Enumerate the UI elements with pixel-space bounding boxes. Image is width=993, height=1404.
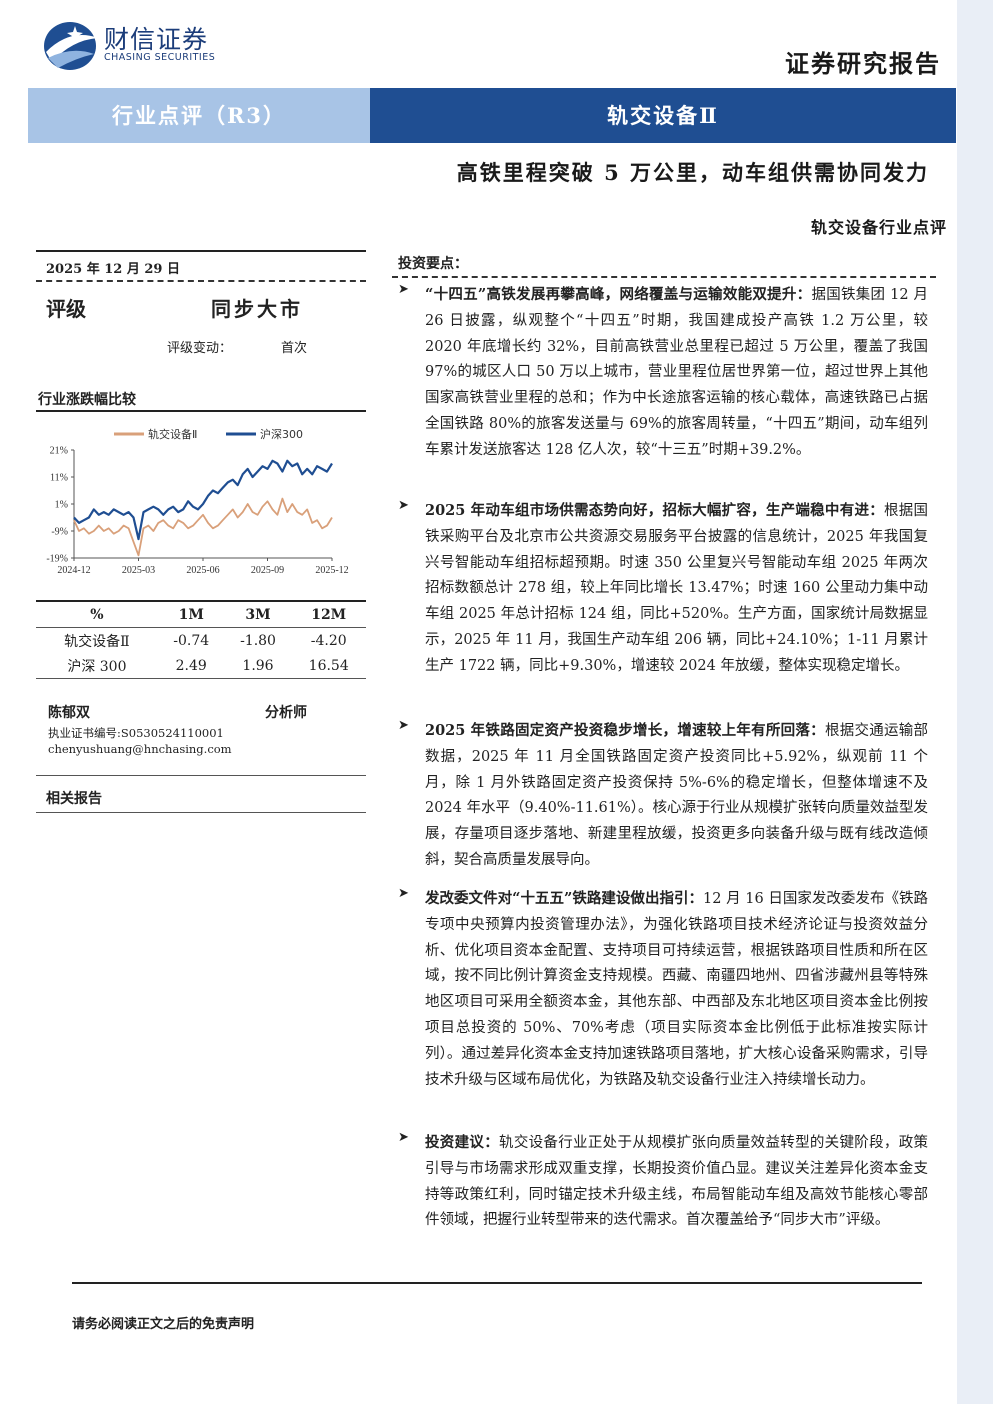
- table-header-row: % 1M 3M 12M: [36, 601, 366, 628]
- arrow-bullet-icon: ➤: [398, 282, 409, 297]
- arrow-bullet-icon: ➤: [398, 718, 409, 733]
- analyst-email[interactable]: chenyushuang@hnchasing.com: [48, 742, 232, 756]
- performance-title: 行业涨跌幅比较: [38, 392, 136, 408]
- table-header: 12M: [311, 606, 347, 623]
- table-header: 1M: [178, 606, 204, 623]
- table-cell: -0.74: [173, 632, 210, 649]
- table-row: 轨交设备Ⅱ -0.74 -1.80 -4.20: [36, 628, 366, 654]
- divider: [36, 410, 366, 412]
- footer-divider: [72, 1282, 922, 1284]
- legend-label: 沪深300: [260, 427, 303, 441]
- sector-name: 轨交设备Ⅱ: [607, 103, 719, 128]
- table-cell: 1.96: [242, 657, 274, 674]
- rating-value: 同步大市: [211, 297, 303, 321]
- logo-text-en: CHASING SECURITIES: [104, 52, 216, 63]
- table-row: 沪深 300 2.49 1.96 16.54: [36, 653, 366, 679]
- bullet-item: ➤ “十四五”高铁发展再攀高峰，网络覆盖与运输效能双提升：据国铁集团 12 月 …: [398, 282, 928, 464]
- table-cell: -1.80: [240, 632, 276, 649]
- bullet-heading: 投资建议：: [425, 1134, 500, 1151]
- category-band: [28, 88, 370, 143]
- performance-table: % 1M 3M 12M 轨交设备Ⅱ -0.74 -1.80 -4.20 沪深 3…: [36, 600, 366, 679]
- analyst-title: 分析师: [265, 705, 307, 721]
- disclaimer-notice: 请务必阅读正文之后的免责声明: [72, 1317, 255, 1332]
- bullet-heading: “十四五”高铁发展再攀高峰，网络覆盖与运输效能双提升：: [425, 286, 812, 303]
- arrow-bullet-icon: ➤: [398, 886, 409, 901]
- analyst-name: 陈郁双: [48, 705, 90, 721]
- series-line-1: [73, 497, 333, 557]
- x-tick-label: 2024-12: [57, 565, 90, 576]
- bullet-heading: 发改委文件对“十五五”铁路建设做出指引：: [425, 890, 704, 907]
- bullet-item: ➤ 发改委文件对“十五五”铁路建设做出指引：12 月 16 日国家发改委发布《铁…: [398, 886, 928, 1093]
- rating-label: 评级: [46, 297, 86, 321]
- arrow-bullet-icon: ➤: [398, 498, 409, 513]
- y-tick-label: 11%: [50, 473, 68, 484]
- bullet-item: ➤ 投资建议：轨交设备行业正处于从规模扩张向质量效益转型的关键阶段，政策引导与市…: [398, 1130, 928, 1234]
- right-margin-strip: [957, 0, 993, 1404]
- x-tick-label: 2025-03: [122, 565, 155, 576]
- divider: [392, 276, 936, 278]
- table-cell: 16.54: [308, 657, 349, 674]
- report-date: 2025 年 12 月 29 日: [46, 262, 180, 277]
- key-points-title: 投资要点：: [398, 256, 468, 272]
- bullet-body: 12 月 16 日国家发改委发布《铁路专项中央预算内投资管理办法》，为强化铁路项…: [425, 891, 928, 1088]
- report-type: 证券研究报告: [785, 49, 941, 78]
- sector-band: [370, 88, 956, 143]
- y-tick-label: -19%: [46, 554, 68, 565]
- page-title: 高铁里程突破 5 万公里，动车组供需协同发力: [456, 160, 929, 185]
- related-reports-title: 相关报告: [46, 791, 102, 807]
- performance-chart: 21% 11% 1% -9% -19%2024-12 2025-03 2025-06 2025…: [46, 427, 348, 576]
- bullet-heading: 2025 年动车组市场供需态势向好，招标大幅扩容，生产端稳中有进：: [425, 502, 884, 519]
- bullet-item: ➤ 2025 年铁路固定资产投资稳步增长，增速较上年有所回落：根据交通运输部数据…: [398, 718, 928, 874]
- bullet-body: 轨交设备行业正处于从规模扩张向质量效益转型的关键阶段，政策引导与市场需求形成双重…: [425, 1135, 928, 1229]
- arrow-bullet-icon: ➤: [398, 1130, 409, 1145]
- y-tick-label: 21%: [50, 446, 68, 457]
- y-tick-label: 1%: [55, 500, 68, 511]
- bullet-body: 据国铁集团 12 月 26 日披露，纵观整个“十四五”时期，我国建成投产高铁 1…: [425, 287, 928, 458]
- table-cell: 轨交设备Ⅱ: [64, 633, 130, 650]
- divider: [36, 250, 366, 252]
- table-cell: 2.49: [175, 657, 207, 674]
- bullet-body: 根据交通运输部数据，2025 年 11 月全国铁路固定资产投资同比+5.92%，…: [425, 723, 929, 868]
- legend-label: 轨交设备Ⅱ: [148, 427, 197, 441]
- rating-change-label: 评级变动：: [167, 341, 233, 356]
- table-cell: -4.20: [310, 632, 347, 649]
- page-subtitle: 轨交设备行业点评: [810, 218, 947, 237]
- x-tick-label: 2025-09: [251, 565, 284, 576]
- rating-change-value: 首次: [281, 341, 308, 356]
- report-category: 行业点评（R3）: [111, 103, 287, 128]
- table-header: 3M: [245, 606, 271, 623]
- logo-text-cn: 财信证券: [104, 25, 209, 54]
- divider: [36, 812, 366, 813]
- analyst-cert: 执业证书编号:S0530524110001: [48, 726, 224, 740]
- x-tick-label: 2025-06: [186, 565, 219, 576]
- divider: [36, 280, 366, 282]
- bullet-heading: 2025 年铁路固定资产投资稳步增长，增速较上年有所回落：: [425, 722, 825, 739]
- table-cell: 沪深 300: [67, 658, 127, 675]
- y-tick-label: -9%: [51, 527, 68, 538]
- divider: [36, 775, 366, 776]
- table-header: %: [90, 606, 104, 623]
- series-line-2: [73, 459, 333, 541]
- bullet-item: ➤ 2025 年动车组市场供需态势向好，招标大幅扩容，生产端稳中有进：根据国铁采…: [398, 498, 928, 680]
- x-tick-label: 2025-12: [315, 565, 348, 576]
- bullet-body: 根据国铁采购平台及北京市公共资源交易服务平台披露的信息统计，2025 年我国复兴…: [425, 503, 929, 674]
- company-logo-icon: [44, 22, 98, 70]
